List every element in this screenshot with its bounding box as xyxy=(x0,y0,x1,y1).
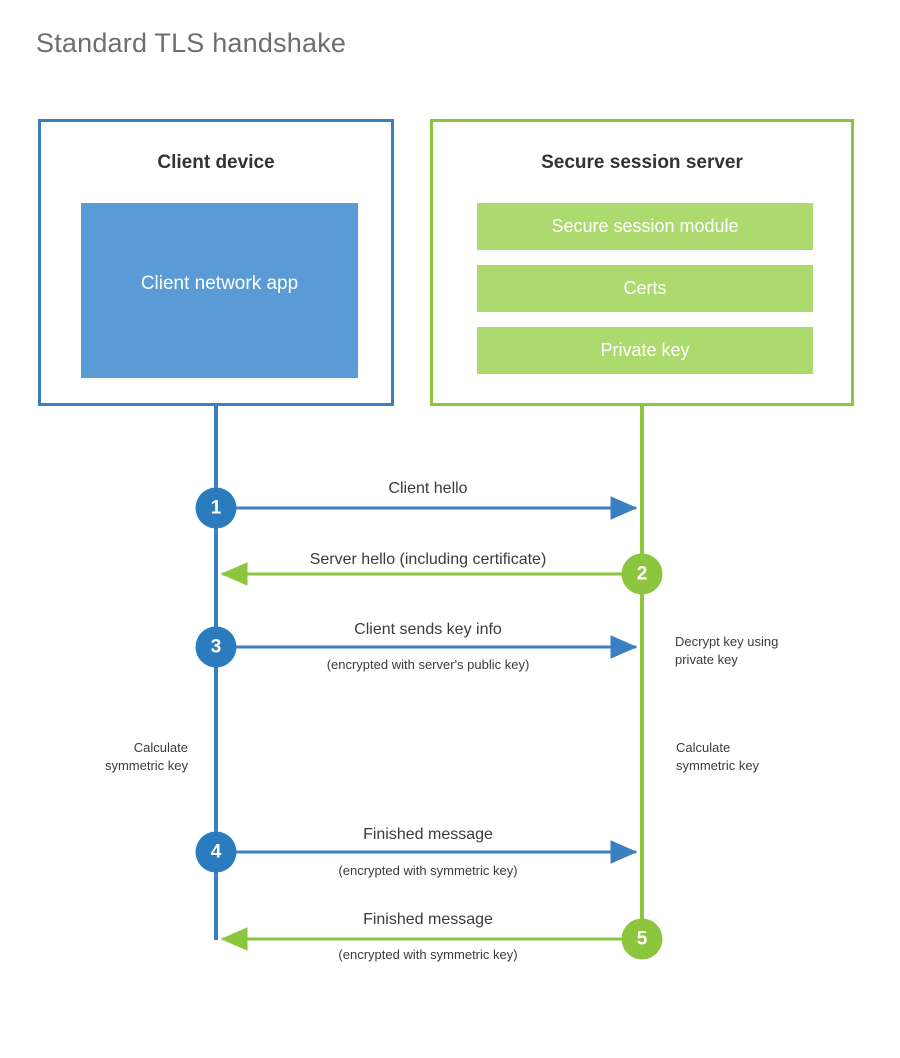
step-1-marker: 1 xyxy=(195,487,237,529)
note-server-calculate-line-2: symmetric key xyxy=(676,757,760,773)
step-2-marker: 2 xyxy=(621,553,663,595)
step-5-sublabel: (encrypted with symmetric key) xyxy=(338,947,518,962)
note-decrypt-key-line-1: Decrypt key using xyxy=(675,634,779,649)
client-device-box: Client device Client network app xyxy=(38,119,394,406)
server-module-label: Private key xyxy=(600,340,690,360)
server-module-certs: Certs xyxy=(477,265,813,312)
step-4-label: Finished message xyxy=(363,826,493,843)
client-network-app-label: Client network app xyxy=(140,272,299,294)
note-decrypt-key: Decrypt key using private key xyxy=(675,633,778,668)
step-3-sublabel: (encrypted with server's public key) xyxy=(326,657,530,672)
note-client-calculate-line-1: Calculate xyxy=(133,740,188,755)
step-1-label: Client hello xyxy=(388,480,468,497)
note-client-calculate-line-2: symmetric key xyxy=(104,757,188,773)
note-client-calculate-symmetric-key: Calculate symmetric key xyxy=(105,739,188,774)
step-4-sublabel: (encrypted with symmetric key) xyxy=(338,863,518,878)
step-5-marker: 5 xyxy=(621,918,663,960)
page-title: Standard TLS handshake xyxy=(36,28,347,58)
step-5-label: Finished message xyxy=(363,911,493,928)
secure-session-server-title: Secure session server xyxy=(541,152,743,173)
note-server-calculate-symmetric-key: Calculate symmetric key xyxy=(676,739,759,774)
secure-session-server-box: Secure session server Secure session mod… xyxy=(430,119,854,406)
server-module-label: Certs xyxy=(623,278,667,298)
server-module-private-key: Private key xyxy=(477,327,813,374)
client-device-title: Client device xyxy=(157,152,275,173)
server-module-label: Secure session module xyxy=(551,216,739,236)
step-3-marker: 3 xyxy=(195,626,237,668)
note-server-calculate-line-1: Calculate xyxy=(676,740,731,755)
step-2-label: Server hello (including certificate) xyxy=(309,551,547,568)
step-4-marker: 4 xyxy=(195,831,237,873)
client-network-app-block: Client network app xyxy=(81,203,358,378)
step-3-label: Client sends key info xyxy=(354,621,502,638)
server-module-secure-session-module: Secure session module xyxy=(477,203,813,250)
note-decrypt-key-line-2: private key xyxy=(675,651,738,667)
